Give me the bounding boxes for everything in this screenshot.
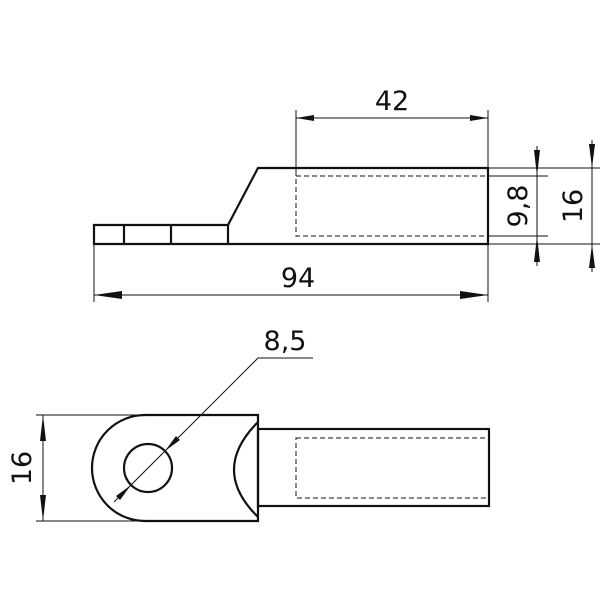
dim-label-94: 94 — [281, 263, 315, 294]
arrowhead — [589, 244, 595, 268]
hidden-bore — [295, 175, 489, 237]
dim-label-8-5: 8,5 — [264, 326, 307, 357]
lug-palm-outline — [90, 413, 260, 523]
arrowhead — [460, 291, 488, 299]
arrowhead — [165, 436, 180, 451]
bolt-hole — [122, 442, 174, 494]
arrowhead — [470, 115, 488, 121]
barrel-outline — [256, 427, 491, 508]
hidden-bore — [295, 437, 490, 499]
arrowhead — [534, 236, 540, 262]
dim-label-42: 42 — [375, 86, 409, 117]
arrowhead — [94, 291, 122, 299]
barrel-end-arc — [232, 421, 259, 518]
side-view: 42 94 9,8 16 — [92, 86, 600, 302]
lug-side-outline — [92, 166, 490, 246]
arrowhead — [40, 495, 46, 521]
plan-view: 16 8,5 — [7, 326, 491, 523]
arrowhead — [296, 115, 314, 121]
dim-label-16-side: 16 — [558, 189, 589, 223]
leader-line — [113, 357, 313, 503]
arrowhead — [589, 144, 595, 168]
dim-label-16-plan: 16 — [7, 451, 38, 485]
arrowhead — [534, 150, 540, 176]
dim-label-9-8: 9,8 — [503, 185, 534, 228]
arrowhead — [116, 485, 131, 500]
arrowhead — [40, 415, 46, 441]
